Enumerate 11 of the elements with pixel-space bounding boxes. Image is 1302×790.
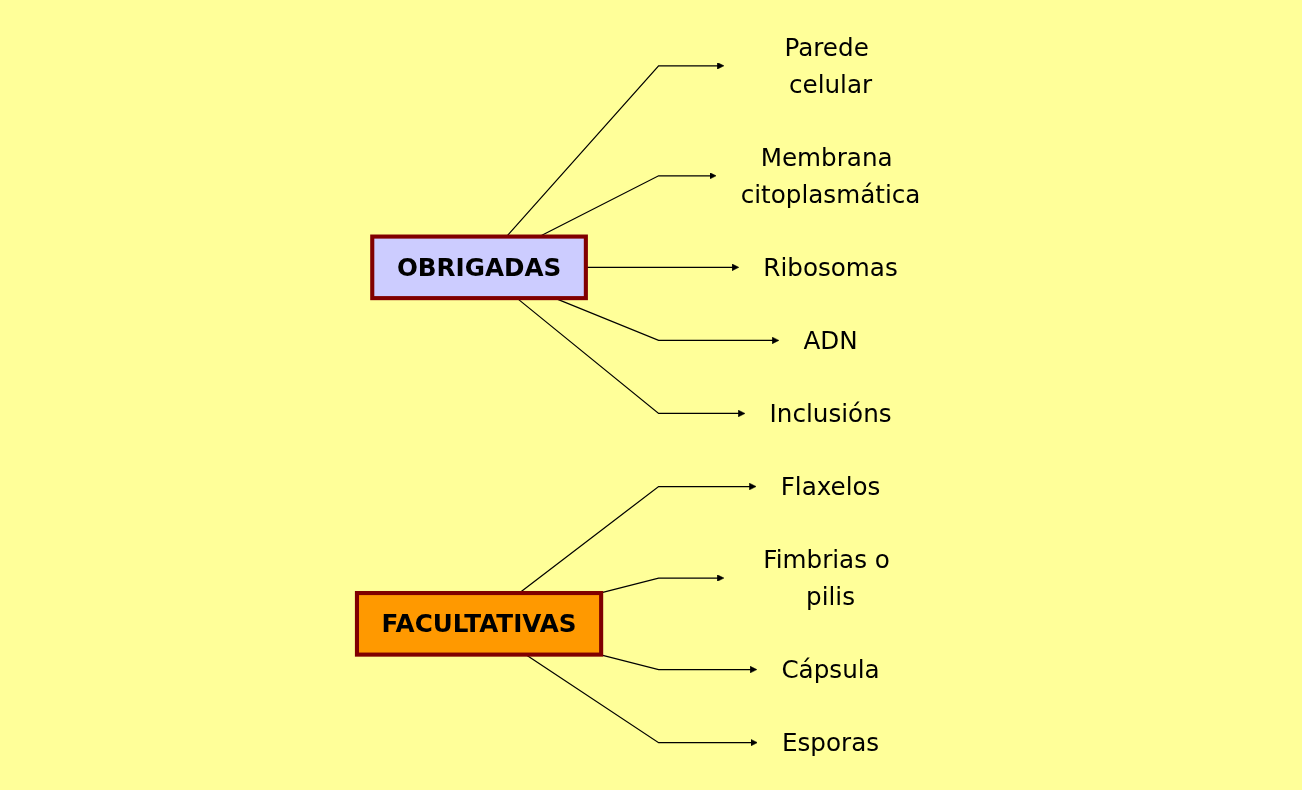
node-text: Ribosomas <box>763 252 898 282</box>
node-text: Flaxelos <box>780 472 881 501</box>
node-text: ADN <box>803 326 858 355</box>
node-box: OBRIGADAS <box>370 234 588 301</box>
node-text: Inclusións <box>769 399 892 428</box>
node-text: Parede celular <box>784 32 873 99</box>
node-text: Fimbrias o pilis <box>763 545 890 611</box>
node-text: Membrana citoplasmática <box>740 142 921 209</box>
node-text: Cápsula <box>781 655 880 684</box>
node-text: Esporas <box>781 728 880 758</box>
node-box: FACULTATIVAS <box>354 591 604 657</box>
